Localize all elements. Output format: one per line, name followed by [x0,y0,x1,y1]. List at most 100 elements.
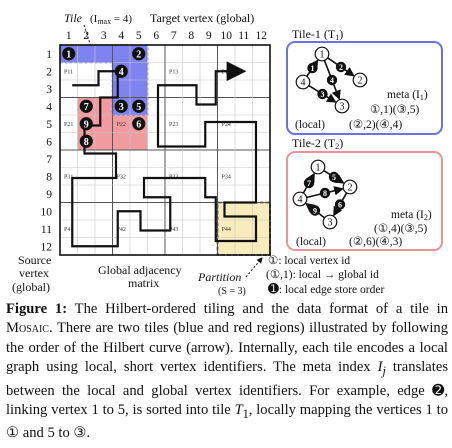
tile1-title: Tile-1 (T1) [292,27,343,42]
tile2-meta-line2: (②,6)(④,3) [349,236,402,248]
graph-node [352,72,368,88]
row-number: 1 [46,49,52,61]
edge-marker-dot [79,117,93,131]
edge-marker-number: 3 [119,102,124,113]
source-label-2: vertex [19,266,49,280]
graph-edge-marker [309,205,321,216]
partition-labels: P11P12P13P14P21P22P23P24P31P32P33P34P41P… [64,69,231,233]
legend-item-2: (①,1): local → global id [266,269,379,281]
graph-edge-number: 2 [339,63,343,72]
tile2-meta: meta (I2) [391,209,432,222]
target-vertex-label: Target vertex (global) [150,11,254,25]
partition-cell-label: P23 [169,122,178,128]
edge-marker-dot [79,99,93,113]
graph-edge-number: 3 [321,90,325,99]
partition-cell-label: P11 [64,69,73,75]
edge-marker-dot [79,134,93,148]
graph-edge-marker [326,74,338,86]
edge-marker-dot [114,64,128,78]
graph-edge-marker [317,88,328,100]
edge-marker-dot [132,99,146,113]
caption-text-2: . There are two tiles (blue and red regi… [6,320,448,376]
partition-cell-label: P31 [64,174,73,180]
edge-marker-dot [132,117,146,131]
graph-node [334,98,350,114]
source-label-3: (global) [12,280,50,294]
edge-marker-dot [62,47,76,61]
graph-node-label: 2 [348,183,353,194]
edge-marker-red: 6 [132,117,146,131]
partition-cell-label: P43 [169,227,178,233]
partition-cell-label: P24 [222,122,231,128]
col-number: 11 [238,30,249,42]
graph-edge-number: 8 [323,189,327,198]
legend-item-1: ①: local vertex id [268,255,350,267]
legend: ①: local vertex id (①,1): local → global… [266,255,384,296]
row-number: 11 [41,224,52,236]
edge-marker-blue: 3 [114,99,128,113]
col-number: 4 [118,30,124,42]
tile-label: Tile [64,11,83,25]
edge-marker-number: 1 [66,49,71,60]
graph-edge-marker [335,61,347,73]
caption-label: Figure 1: [6,301,68,317]
row-number: 9 [46,189,52,201]
graph-node-label: 4 [301,78,306,89]
graph-node [292,191,308,207]
col-number: 5 [136,30,142,42]
partition-label: Partition [197,270,241,284]
partition-region [217,202,270,255]
graph-node-label: 3 [328,218,333,229]
caption-ij: I [377,359,383,376]
col-number: 9 [206,30,212,42]
figure-caption: Figure 1: The Hilbert-ordered tiling and… [6,300,448,444]
row-number: 3 [46,84,52,96]
graph-edge-marker [307,62,318,74]
graph-edge-number: 5 [332,173,336,182]
figure-diagram: Tile (Imax = 4) Target vertex (global) 1… [12,11,443,297]
partition-cell-label: P22 [117,122,126,128]
col-number: 7 [171,30,177,42]
caption-ij-sub: j [382,364,386,379]
col-number: 6 [153,30,159,42]
tile-param: (Imax = 4) [90,13,132,26]
edge-marker-red: 7 [79,99,93,113]
graph-node [295,74,311,90]
tile1-meta-line2: (②,2)(④,4) [349,119,402,131]
caption-text-5: , locally mapping the vertices 1 to ① an… [6,401,448,442]
graph-node [310,159,326,175]
caption-t1: T [234,401,243,418]
graph-edge-marker [334,199,346,210]
edge-marker-number: 4 [119,67,124,78]
partition-cell-label: P41 [64,227,73,233]
tile1-meta: meta (I1) [387,89,428,102]
edge-marker-number: 9 [84,119,89,130]
row-number: 5 [46,119,52,131]
graph-edge-number: 6 [338,201,342,210]
edge-marker-number: 7 [84,102,89,113]
col-number: 1 [66,30,72,42]
partition-param: (S = 3) [218,286,246,297]
edge-marker-dot [132,47,146,61]
col-number: 10 [221,30,233,42]
edge-marker-dot [114,99,128,113]
partition-pointer [245,257,263,278]
edge-marker-number: 5 [136,102,141,113]
edge-marker-blue: 1 [62,47,76,61]
graph-edge-number: 7 [307,179,311,188]
row-number: 6 [46,136,52,148]
edge-marker-number: 6 [136,119,141,130]
edge-marker-number: 8 [84,137,89,148]
graph-node-label: 1 [320,50,325,61]
graph-node [342,179,358,195]
tile1-box [286,41,443,135]
caption-text-1: The Hilbert-ordered tiling and the data … [67,301,448,317]
graph-edge-number: 9 [313,207,317,216]
edge-marker-red: 9 [79,117,93,131]
adjacency-grid [59,44,271,256]
edge-marker-blue: 4 [114,64,128,78]
graph-node [322,214,338,230]
col-number: 2 [83,30,89,42]
caption-t1-sub: 1 [242,406,249,421]
